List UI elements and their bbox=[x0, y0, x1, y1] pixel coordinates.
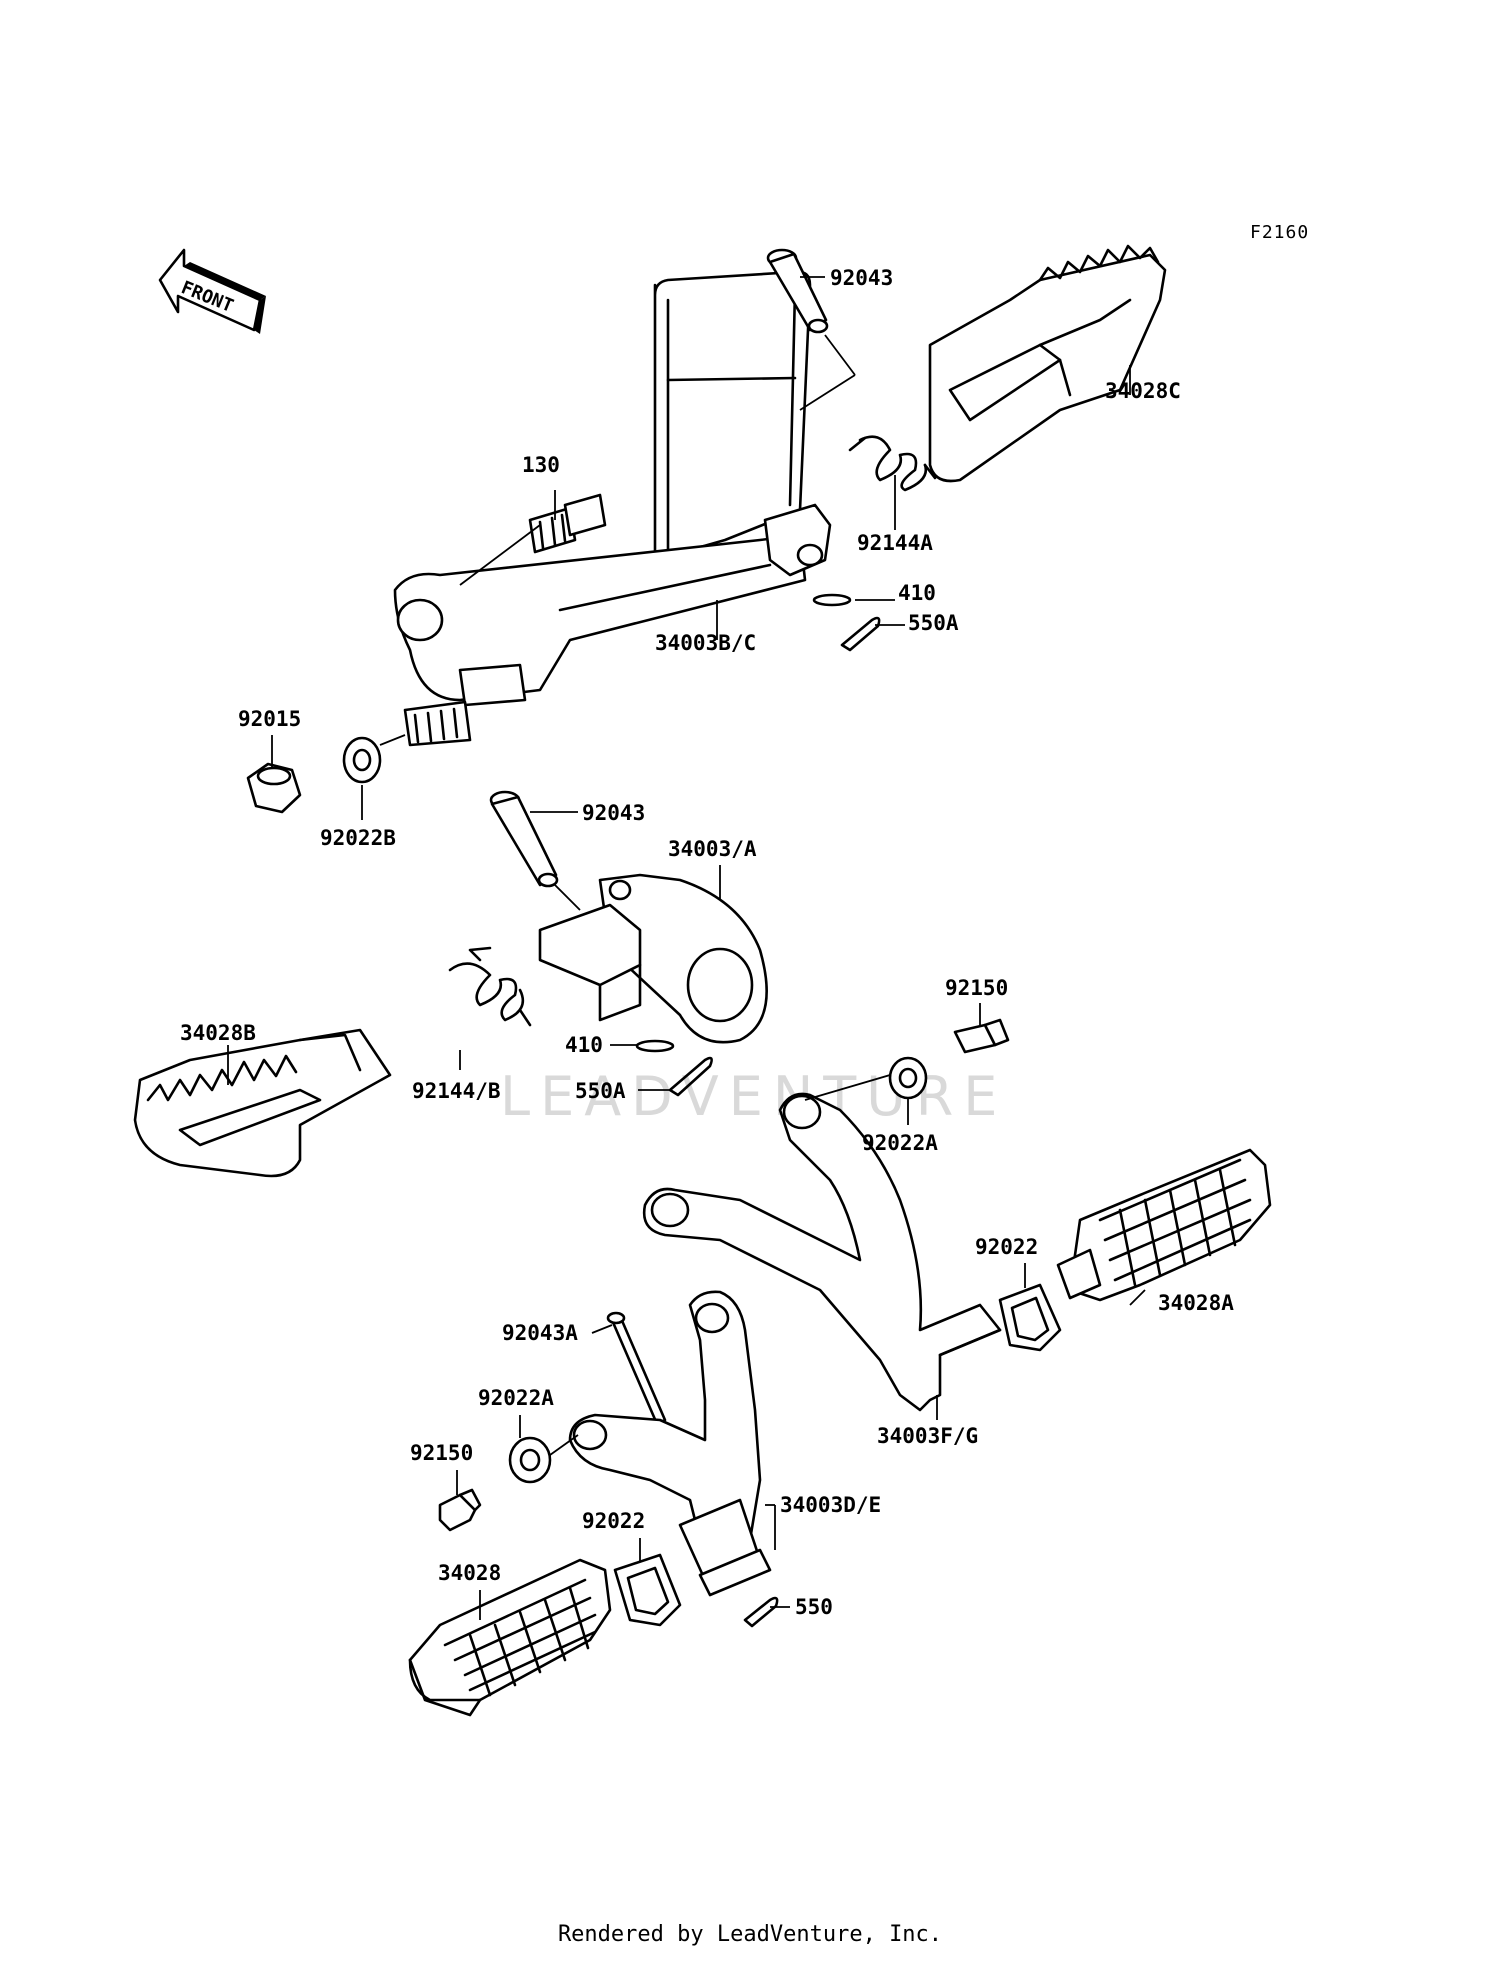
label-34003BC: 34003B/C bbox=[655, 631, 756, 655]
label-410-top: 410 bbox=[898, 581, 936, 605]
label-34028C: 34028C bbox=[1105, 379, 1181, 403]
label-92015: 92015 bbox=[238, 707, 301, 731]
plug-92150-right bbox=[953, 1018, 1010, 1054]
label-34003A: 34003/A bbox=[668, 837, 757, 861]
front-arrow-icon: FRONT bbox=[158, 248, 266, 334]
washer-92022B bbox=[342, 736, 382, 784]
label-34003DE: 34003D/E bbox=[780, 1493, 881, 1517]
clevis-pin-92043A bbox=[606, 1311, 667, 1426]
footpeg-34028B bbox=[133, 1028, 392, 1178]
washer-92022A-right bbox=[888, 1056, 928, 1100]
label-92043A: 92043A bbox=[502, 1321, 578, 1345]
bracket-34003DE bbox=[568, 1290, 772, 1597]
label-92043-mid: 92043 bbox=[582, 801, 645, 825]
washer-92022-right bbox=[998, 1283, 1062, 1352]
lever-34003A bbox=[538, 873, 768, 1044]
label-92150-right: 92150 bbox=[945, 976, 1008, 1000]
label-92144B: 92144/B bbox=[412, 1079, 501, 1103]
label-550A-top: 550A bbox=[908, 611, 959, 635]
spring-92144A bbox=[848, 435, 937, 492]
label-410-mid: 410 bbox=[565, 1033, 603, 1057]
cotter-pin-550A-top bbox=[840, 616, 881, 652]
label-130: 130 bbox=[522, 453, 560, 477]
label-34028A: 34028A bbox=[1158, 1291, 1234, 1315]
label-92150-left: 92150 bbox=[410, 1441, 473, 1465]
label-92043-top: 92043 bbox=[830, 266, 893, 290]
brake-pedal-34003BC-drawing bbox=[393, 270, 832, 747]
label-34028: 34028 bbox=[438, 1561, 501, 1585]
bracket-34003FG bbox=[642, 1092, 1002, 1412]
clevis-pin-92043-mid bbox=[489, 790, 559, 888]
footpeg-34028A bbox=[1056, 1148, 1272, 1302]
clevis-pin-92043-top bbox=[766, 248, 829, 334]
label-550A-mid: 550A bbox=[575, 1079, 626, 1103]
label-92022B: 92022B bbox=[320, 826, 396, 850]
label-92022-left: 92022 bbox=[582, 1509, 645, 1533]
label-34003FG: 34003F/G bbox=[877, 1424, 978, 1448]
cotter-pin-550 bbox=[743, 1596, 779, 1628]
nut-92015 bbox=[246, 762, 302, 814]
footpeg-34028C bbox=[928, 244, 1167, 483]
footer-credit: Rendered by LeadVenture, Inc. bbox=[557, 1922, 943, 1947]
spring-92144B bbox=[448, 946, 532, 1027]
washer-410-top bbox=[812, 593, 852, 607]
label-550: 550 bbox=[795, 1595, 833, 1619]
figure-code: F2160 bbox=[1250, 222, 1309, 243]
washer-410-mid bbox=[635, 1039, 675, 1053]
label-92144A: 92144A bbox=[857, 531, 933, 555]
leader-lines bbox=[227, 276, 1146, 1620]
plug-92150-left bbox=[438, 1488, 482, 1532]
label-92022A-right: 92022A bbox=[862, 1131, 938, 1155]
label-92022A-left: 92022A bbox=[478, 1386, 554, 1410]
footpeg-34028 bbox=[408, 1558, 612, 1717]
label-34028B: 34028B bbox=[180, 1021, 256, 1045]
part-labels: 92043 34028C 130 92144A 410 550A 34003B/… bbox=[180, 266, 1234, 1619]
label-92022-right: 92022 bbox=[975, 1235, 1038, 1259]
washer-92022-left bbox=[613, 1553, 682, 1627]
cotter-pin-550A-mid bbox=[668, 1056, 713, 1097]
washer-92022A-left bbox=[508, 1436, 552, 1484]
